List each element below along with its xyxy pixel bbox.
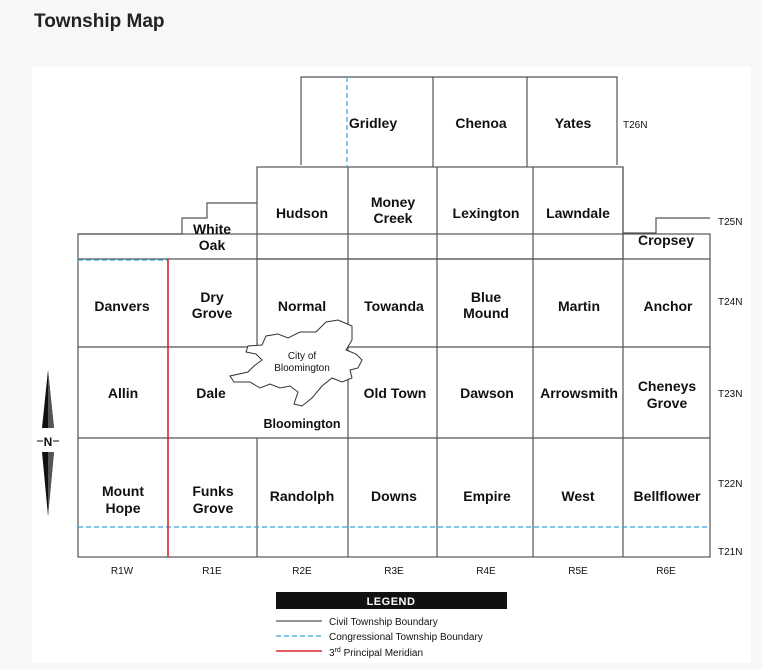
range-label-r3e: R3E <box>384 566 404 577</box>
township-anchor: Anchor <box>644 298 694 314</box>
legend: LEGEND Civil Township Boundary Congressi… <box>276 592 507 659</box>
township-lexington: Lexington <box>453 205 520 221</box>
township-arrowsmith: Arrowsmith <box>540 385 618 401</box>
range-label-r1e: R1E <box>202 566 222 577</box>
legend-meridian-label: 3rd Principal Meridian <box>329 647 423 659</box>
township-old-town: Old Town <box>364 385 427 401</box>
boundary-t26n <box>300 76 618 165</box>
township-towanda: Towanda <box>364 298 424 314</box>
range-labels: R1W R1E R2E R3E R4E R5E R6E <box>111 566 676 577</box>
tier-label-t21n: T21N <box>718 547 742 558</box>
township-bellflower: Bellflower <box>634 488 701 504</box>
range-label-r2e: R2E <box>292 566 312 577</box>
city-of-bloomington-outline <box>229 319 363 407</box>
township-hudson: Hudson <box>276 205 328 221</box>
township-dawson: Dawson <box>460 385 514 401</box>
township-martin: Martin <box>558 298 600 314</box>
boundary-cropsey-top <box>623 217 710 234</box>
tier-labels: T26N T25N T24N T23N T22N T21N <box>623 120 742 558</box>
congressional-boundaries <box>78 77 710 528</box>
tier-label-t25n: T25N <box>718 217 742 228</box>
range-label-r4e: R4E <box>476 566 496 577</box>
township-west: West <box>561 488 595 504</box>
tier-label-t24n: T24N <box>718 297 742 308</box>
township-randolph: Randolph <box>270 488 335 504</box>
township-yates: Yates <box>555 115 592 131</box>
range-label-r5e: R5E <box>568 566 588 577</box>
legend-title: LEGEND <box>367 596 416 608</box>
legend-header <box>276 592 507 609</box>
township-lawndale: Lawndale <box>546 205 610 221</box>
range-label-r6e: R6E <box>656 566 676 577</box>
tier-label-t23n: T23N <box>718 389 742 400</box>
township-dale: Dale <box>196 385 226 401</box>
legend-civil-label: Civil Township Boundary <box>329 617 438 628</box>
township-danvers: Danvers <box>94 298 149 314</box>
civil-boundaries <box>77 76 711 558</box>
township-cropsey: Cropsey <box>638 232 694 248</box>
township-chenoa: Chenoa <box>455 115 507 131</box>
township-downs: Downs <box>371 488 417 504</box>
township-normal: Normal <box>278 298 326 314</box>
tier-label-t26n: T26N <box>623 120 647 131</box>
range-label-r1w: R1W <box>111 566 134 577</box>
township-gridley: Gridley <box>349 115 397 131</box>
boundary-main-outer <box>77 233 711 558</box>
township-allin: Allin <box>108 385 138 401</box>
township-bloomington: Bloomington <box>263 417 340 431</box>
township-empire: Empire <box>463 488 511 504</box>
tier-label-t22n: T22N <box>718 479 742 490</box>
page-title: Township Map <box>34 11 165 32</box>
north-arrow-icon: N <box>37 370 59 516</box>
north-label: N <box>44 435 53 449</box>
legend-congressional-label: Congressional Township Boundary <box>329 632 483 643</box>
